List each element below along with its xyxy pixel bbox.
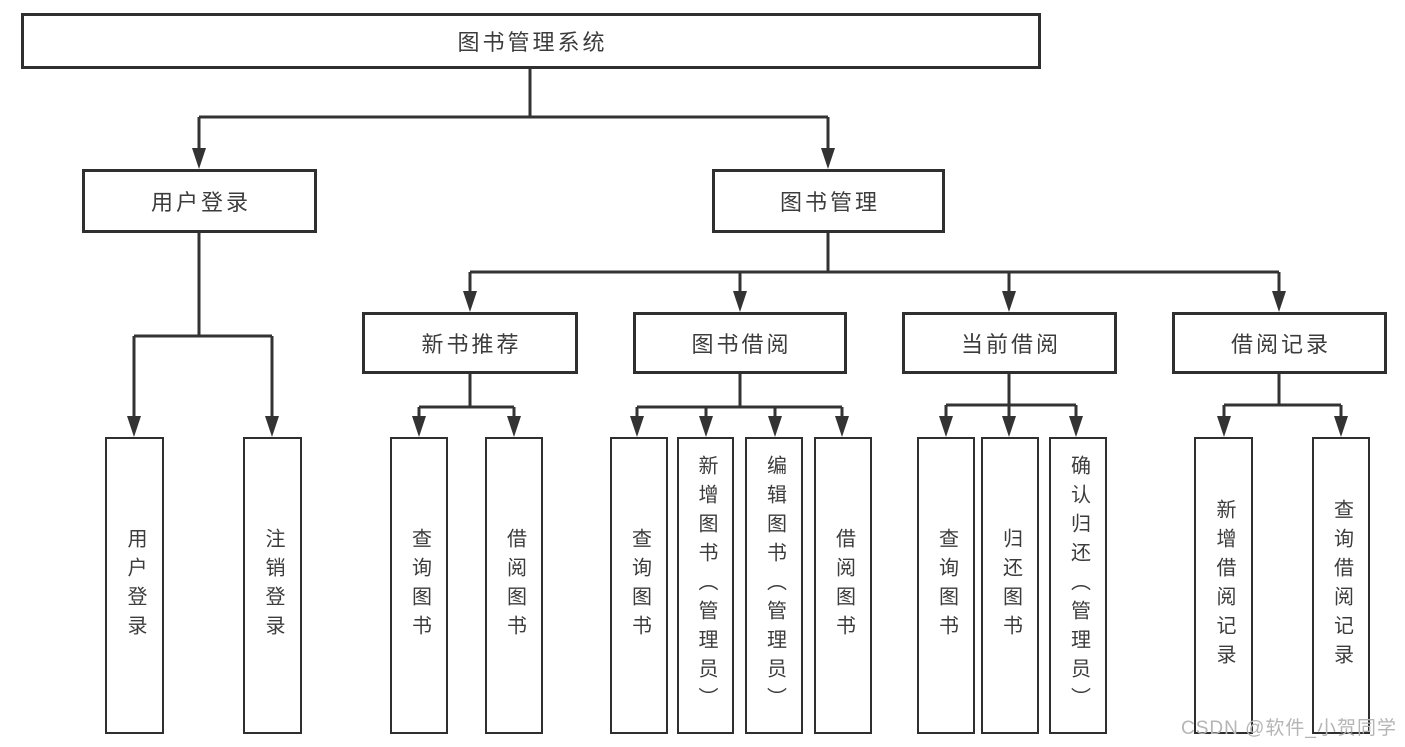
node-book-borrowing: 图书借阅 (633, 312, 847, 374)
arrowhead-icon (1217, 416, 1231, 437)
node-book-management: 图书管理 (712, 169, 945, 233)
node-current-borrowing: 当前借阅 (902, 312, 1117, 374)
leaf-query-books-borrowing: 查询图书 (610, 437, 668, 734)
leaf-label: 查询借阅记录 (1330, 498, 1353, 673)
arrowhead-icon (127, 416, 141, 437)
leaf-user-login: 用户登录 (105, 437, 164, 734)
leaf-borrow-books-newrec: 借阅图书 (485, 437, 543, 734)
leaf-label: 编辑图书（管理员） (763, 455, 786, 716)
arrowhead-icon (507, 416, 521, 437)
leaf-label: 查询图书 (408, 527, 431, 644)
leaf-confirm-return-admin: 确认归还（管理员） (1049, 437, 1107, 734)
watermark-csdn: CSDN @软件_小贺同学 (1181, 718, 1397, 739)
arrowhead-icon (630, 416, 644, 437)
leaf-return-books: 归还图书 (981, 437, 1039, 734)
node-label: 新书推荐 (421, 332, 522, 357)
leaf-logout-login: 注销登录 (243, 437, 302, 734)
leaf-borrow-books-borrowing: 借阅图书 (814, 437, 872, 734)
arrowhead-icon (939, 416, 953, 437)
arrowhead-icon (733, 291, 747, 312)
arrowhead-icon (1069, 416, 1083, 437)
leaf-query-borrow-record: 查询借阅记录 (1312, 437, 1370, 734)
node-label: 图书管理 (779, 190, 880, 215)
leaf-label: 归还图书 (999, 527, 1022, 644)
leaf-query-books-current: 查询图书 (917, 437, 975, 734)
node-label: 图书借阅 (691, 332, 792, 357)
leaf-label: 借阅图书 (503, 527, 526, 644)
arrowhead-icon (768, 416, 782, 437)
leaf-query-books-newrec: 查询图书 (390, 437, 448, 734)
arrowhead-icon (192, 148, 206, 169)
leaf-label: 查询图书 (935, 527, 958, 644)
node-user-login: 用户登录 (82, 169, 317, 233)
node-label: 用户登录 (150, 190, 251, 215)
leaf-label: 新增图书（管理员） (695, 455, 717, 716)
node-borrowing-records: 借阅记录 (1172, 312, 1387, 374)
arrowhead-icon (1334, 416, 1348, 437)
arrowhead-icon (821, 148, 835, 169)
leaf-edit-book-admin: 编辑图书（管理员） (745, 437, 803, 734)
arrowhead-icon (463, 291, 477, 312)
node-new-book-recommendation: 新书推荐 (362, 312, 578, 374)
leaf-label: 新增借阅记录 (1213, 498, 1235, 673)
leaf-label: 确认归还（管理员） (1067, 455, 1090, 716)
arrowhead-icon (1002, 416, 1016, 437)
arrowhead-icon (699, 416, 713, 437)
arrowhead-icon (265, 416, 279, 437)
arrowhead-icon (412, 416, 426, 437)
leaf-label: 注销登录 (262, 527, 284, 644)
arrowhead-icon (1002, 291, 1016, 312)
leaf-label: 用户登录 (124, 527, 146, 644)
arrowhead-icon (835, 416, 849, 437)
connector-path (132, 69, 1343, 424)
arrowhead-icon (1272, 291, 1286, 312)
leaf-add-borrow-record: 新增借阅记录 (1194, 437, 1253, 734)
node-label: 图书管理系统 (457, 30, 608, 55)
node-library-management-system: 图书管理系统 (21, 13, 1041, 69)
node-label: 借阅记录 (1230, 332, 1331, 357)
node-label: 当前借阅 (960, 332, 1061, 357)
leaf-label: 借阅图书 (832, 527, 855, 644)
leaf-add-book-admin: 新增图书（管理员） (677, 437, 734, 734)
leaf-label: 查询图书 (628, 527, 651, 644)
